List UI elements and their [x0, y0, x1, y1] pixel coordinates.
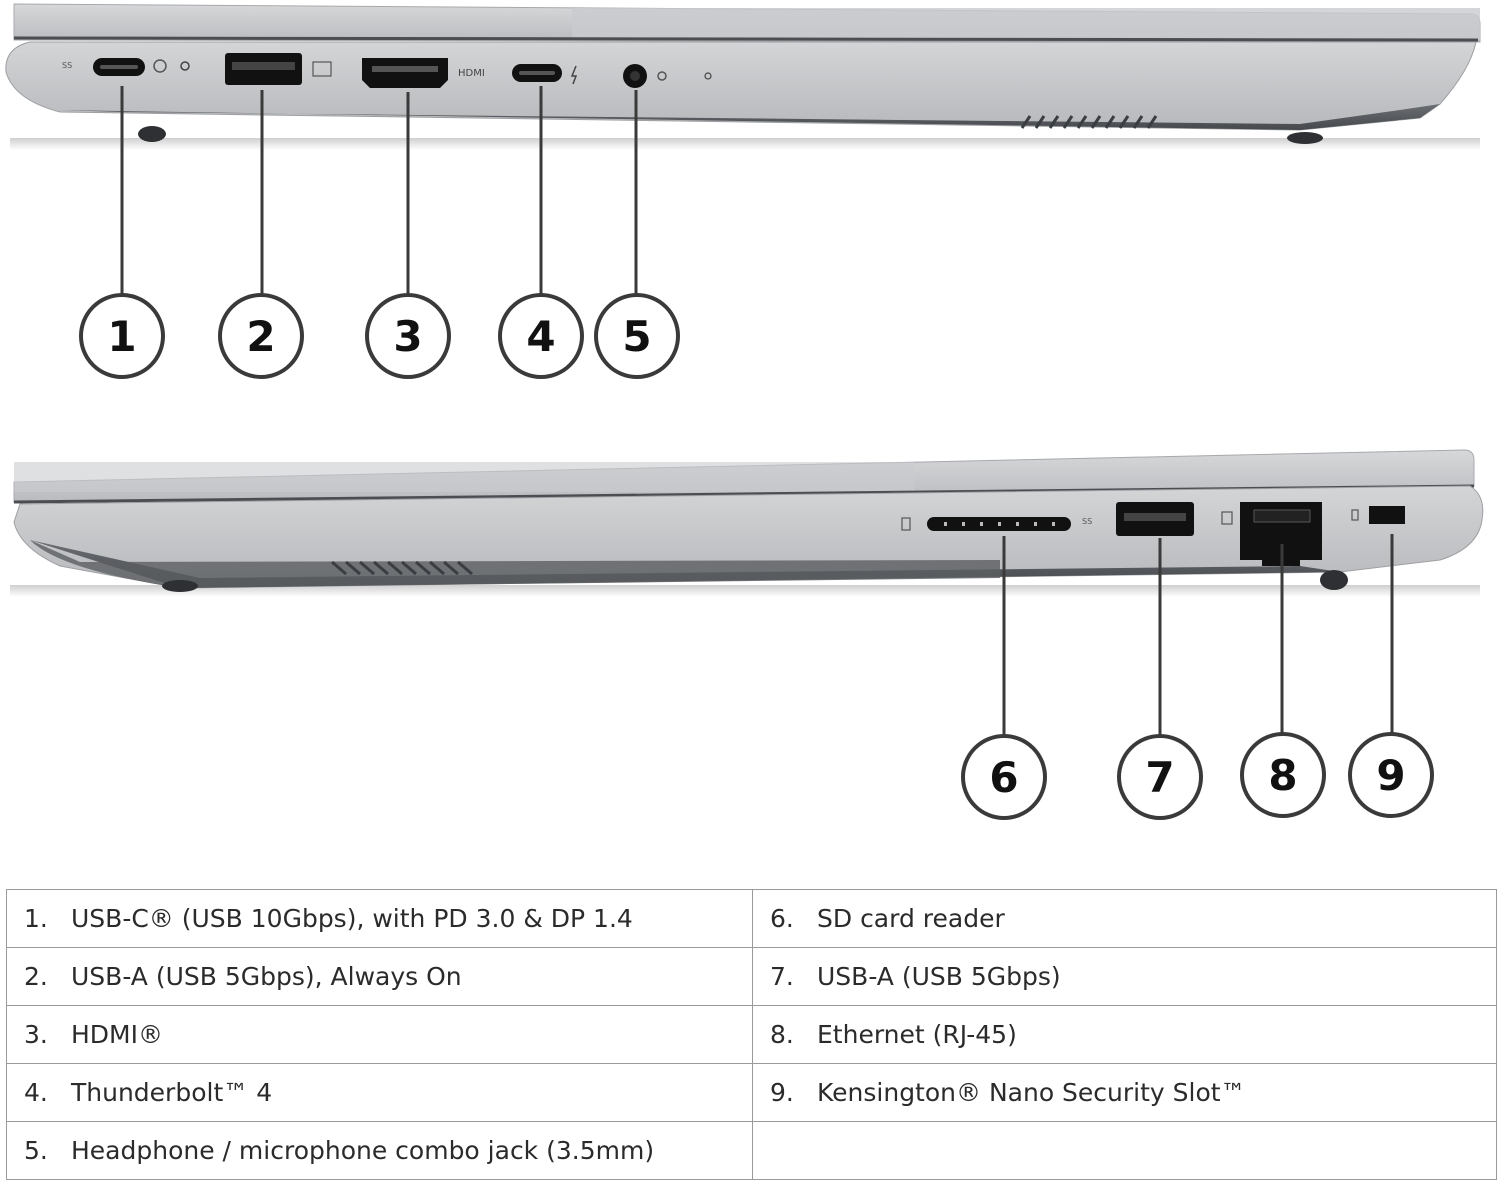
item-label: SD card reader [817, 904, 1005, 933]
laptop-right-side-view: SS [10, 449, 1484, 597]
laptop-left-side-view: SS HDMI [5, 3, 1481, 150]
table-row: 5. Headphone / microphone combo jack (3.5… [6, 1121, 1497, 1180]
item-number: 7. [770, 962, 794, 991]
svg-text:HDMI: HDMI [458, 68, 485, 79]
hdmi-port-icon: HDMI [362, 58, 485, 88]
svg-text:SS: SS [62, 61, 72, 70]
item-number: 9. [770, 1078, 794, 1107]
item-number: 8. [770, 1020, 794, 1049]
callout-lines-right [1002, 534, 1394, 736]
table-row: 1. USB-C® (USB 10Gbps), with PD 3.0 & DP … [6, 889, 1497, 948]
item-number: 1. [24, 904, 48, 933]
item-label: USB-A (USB 5Gbps) [817, 962, 1061, 991]
table-row: 2. USB-A (USB 5Gbps), Always On 7. USB-A (… [6, 947, 1497, 1006]
ports-table: 1. USB-C® (USB 10Gbps), with PD 3.0 & DP … [6, 889, 1497, 1180]
item-label: Headphone / microphone combo jack (3.5mm… [71, 1136, 655, 1165]
callout-7: 7 [1117, 734, 1203, 820]
audio-jack-port-icon [623, 64, 712, 88]
item-label: USB-A (USB 5Gbps), Always On [71, 962, 462, 991]
callout-6: 6 [961, 734, 1047, 820]
table-cell: 5. Headphone / microphone combo jack (3.5… [6, 1121, 753, 1180]
item-label: USB-C® (USB 10Gbps), with PD 3.0 & DP 1.… [71, 904, 633, 933]
usb-a-port-icon [225, 53, 332, 85]
callout-number: 9 [1376, 751, 1405, 800]
kensington-lock-slot-icon [1351, 506, 1405, 524]
usb-c-port-icon: SS [62, 58, 190, 76]
callout-3: 3 [365, 293, 451, 379]
callout-number: 4 [526, 312, 555, 361]
callout-number: 6 [989, 753, 1018, 802]
callout-9: 9 [1348, 732, 1434, 818]
callout-8: 8 [1240, 732, 1326, 818]
thunderbolt-port-icon [512, 64, 578, 85]
item-number: 6. [770, 904, 794, 933]
table-cell [752, 1121, 1497, 1180]
callout-number: 3 [393, 312, 422, 361]
table-row: 4. Thunderbolt™ 4 9. Kensington® Nano Secu… [6, 1063, 1497, 1122]
item-number: 5. [24, 1136, 48, 1165]
ethernet-port-icon [1221, 502, 1322, 566]
callout-number: 2 [246, 312, 275, 361]
callout-number: 8 [1268, 751, 1297, 800]
sd-card-reader-icon [901, 517, 1071, 531]
item-label: Thunderbolt™ 4 [71, 1078, 273, 1107]
callout-5: 5 [594, 293, 680, 379]
table-cell: 1. USB-C® (USB 10Gbps), with PD 3.0 & DP … [6, 889, 753, 948]
table-cell: 8. Ethernet (RJ-45) [752, 1005, 1497, 1064]
item-number: 2. [24, 962, 48, 991]
callout-number: 7 [1145, 753, 1174, 802]
item-label: Ethernet (RJ-45) [817, 1020, 1017, 1049]
table-cell: 9. Kensington® Nano Security Slot™ [752, 1063, 1497, 1122]
item-number: 3. [24, 1020, 48, 1049]
callout-2: 2 [218, 293, 304, 379]
table-row: 3. HDMI® 8. Ethernet (RJ-45) [6, 1005, 1497, 1064]
callout-1: 1 [79, 293, 165, 379]
table-cell: 3. HDMI® [6, 1005, 753, 1064]
table-cell: 6. SD card reader [752, 889, 1497, 948]
table-cell: 2. USB-A (USB 5Gbps), Always On [6, 947, 753, 1006]
svg-text:SS: SS [1082, 517, 1092, 526]
ports-diagram: SS HDMI [5, 3, 1484, 820]
table-cell: 7. USB-A (USB 5Gbps) [752, 947, 1497, 1006]
item-label: HDMI® [71, 1020, 163, 1049]
callout-number: 1 [107, 312, 136, 361]
item-number: 4. [24, 1078, 48, 1107]
callout-lines-left [120, 86, 638, 296]
usb-a-port-icon: SS [1082, 502, 1194, 536]
callout-4: 4 [498, 293, 584, 379]
table-cell: 4. Thunderbolt™ 4 [6, 1063, 753, 1122]
callout-number: 5 [622, 312, 651, 361]
item-label: Kensington® Nano Security Slot™ [817, 1078, 1246, 1107]
